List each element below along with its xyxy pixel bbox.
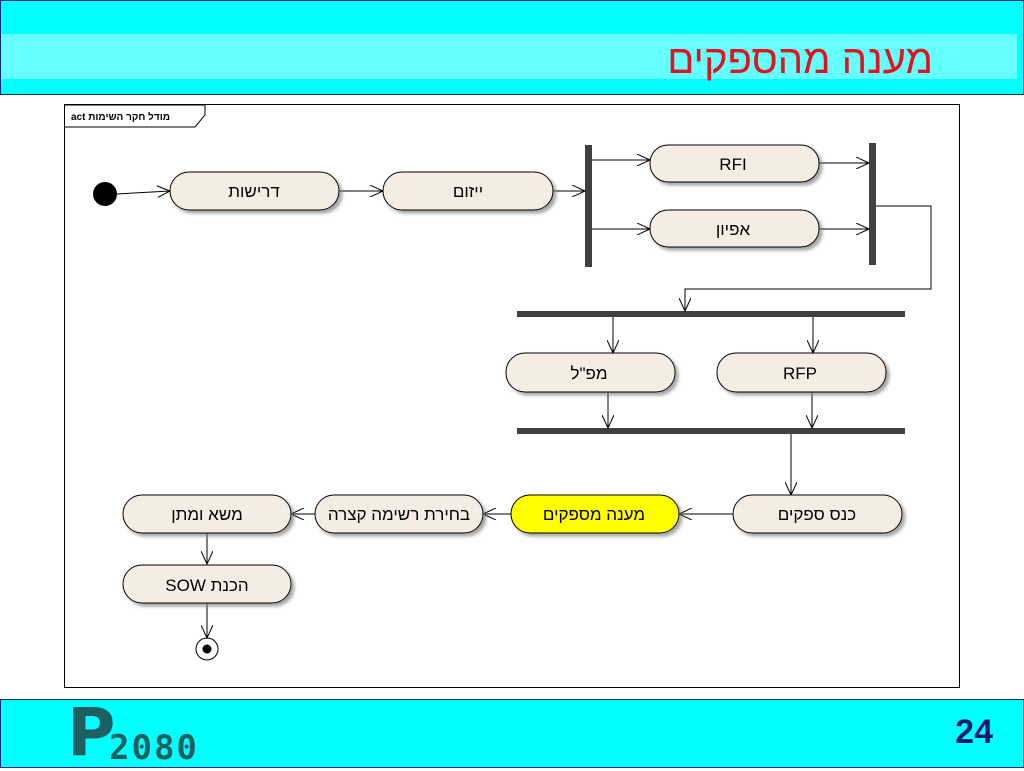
logo-letter: P [67, 694, 116, 771]
fork-bar-1 [585, 145, 592, 267]
footer-band: P 2080 24 [0, 694, 1024, 771]
final-node [195, 637, 219, 661]
frame-tag-label: act מודל חקר השימות [71, 111, 170, 123]
diagram-frame: act מודל חקר השימות [64, 104, 960, 688]
node-sow-preparation-label: הכנת SOW [165, 576, 248, 595]
node-initiation: ייזום [382, 171, 554, 211]
node-sow-preparation: הכנת SOW [122, 564, 292, 604]
page-number: 24 [955, 713, 993, 751]
node-mapal-label: מפ"ל [570, 364, 607, 383]
node-negotiation-label: משא ומתן [171, 505, 243, 524]
node-vendor-conference: כנס ספקים [732, 494, 903, 534]
activity-diagram: act מודל חקר השימות [65, 105, 932, 661]
header-stripe [1, 34, 1017, 79]
header-band: מענה מהספקים [0, 0, 1024, 95]
node-vendor-response: מענה מספקים [510, 494, 680, 534]
logo-number: 2080 [109, 728, 199, 768]
node-rfp: RFP [716, 352, 887, 393]
node-characterization: אפיון [649, 209, 820, 248]
node-initiation-label: ייזום [453, 182, 483, 201]
node-rfi: RFI [649, 144, 820, 183]
node-negotiation: משא ומתן [122, 494, 292, 534]
node-shortlist: בחירת רשימה קצרה [314, 494, 484, 534]
node-mapal: מפ"ל [505, 352, 676, 393]
node-shortlist-label: בחירת רשימה קצרה [328, 505, 470, 524]
edge-join-fork2 [685, 205, 932, 311]
node-requirements: דרישות [169, 171, 340, 211]
slide-title: מענה מהספקים [667, 38, 933, 82]
node-vendor-response-label: מענה מספקים [543, 505, 645, 524]
join-bar-2 [517, 428, 905, 434]
initial-node [93, 182, 117, 206]
fork-bar-2 [517, 311, 905, 317]
node-rfp-label: RFP [783, 364, 817, 383]
node-rfi-label: RFI [719, 155, 746, 174]
frame-tag-shape [65, 105, 206, 128]
node-requirements-label: דרישות [228, 182, 280, 201]
node-vendor-conference-label: כנס ספקים [778, 505, 856, 524]
edge-start-requirements [116, 191, 170, 194]
node-characterization-label: אפיון [716, 220, 751, 239]
join-bar-1 [869, 143, 876, 265]
